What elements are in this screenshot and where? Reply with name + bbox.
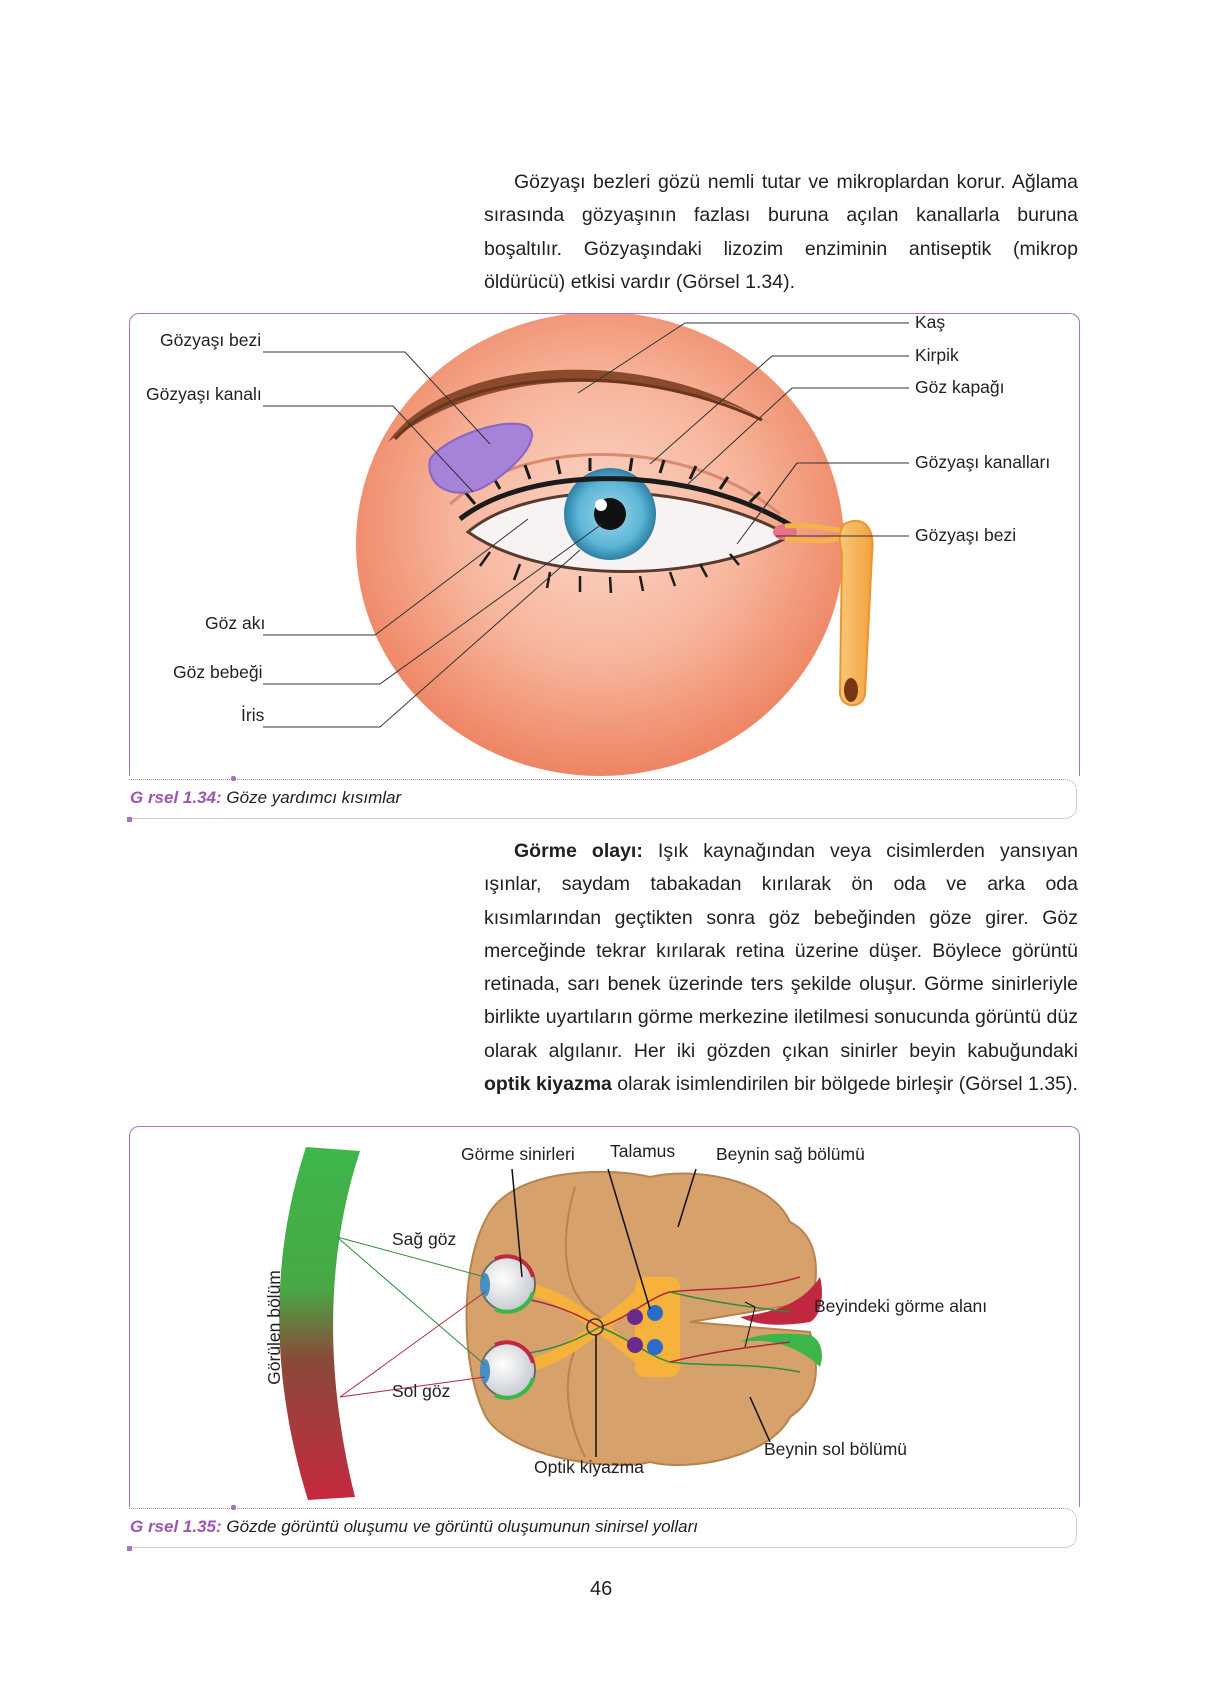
caption-marker: [127, 1546, 132, 1551]
vision-bold: optik kiyazma: [484, 1073, 612, 1096]
caption-text: Göze yardımcı kısımlar: [226, 788, 402, 807]
caption-marker-top: [231, 776, 236, 781]
label-goz-kapagi: Göz kapağı: [915, 377, 1005, 397]
label-optik-kiyazma: Optik kiyazma: [534, 1457, 644, 1477]
label-beynin-sag-bolumu: Beynin sağ bölümü: [716, 1144, 865, 1164]
label-kirpik: Kirpik: [915, 345, 959, 365]
figure-visual-pathway: Görme sinirleri Talamus Beynin sağ bölüm…: [129, 1126, 1080, 1507]
label-gozyasi-bezi-right: Gözyaşı bezi: [915, 525, 1017, 545]
label-goz-bebegi: Göz bebeği: [173, 662, 263, 682]
label-gozyasi-kanallari: Gözyaşı kanalları: [915, 452, 1051, 472]
label-beynin-sol-bolumu: Beynin sol bölümü: [764, 1439, 907, 1459]
label-kas: Kaş: [915, 313, 946, 332]
visual-pathway-illustration: [279, 1147, 822, 1500]
caption-label: G rsel 1.34:: [130, 788, 222, 807]
vision-lead: Görme olayı:: [514, 840, 643, 862]
figure-eye-parts: Gözyaşı bezi Gözyaşı kanalı Göz akı Göz …: [129, 313, 1080, 776]
caption-text: Gözde görüntü oluşumu ve görüntü oluşumu…: [226, 1517, 698, 1536]
label-sol-goz: Sol göz: [392, 1381, 451, 1401]
caption-marker: [127, 817, 132, 822]
caption-figure-1-34: G rsel 1.34: Göze yardımcı kısımlar: [127, 776, 1077, 822]
label-gozyasi-bezi-left: Gözyaşı bezi: [160, 330, 262, 350]
caption-label: G rsel 1.35:: [130, 1517, 222, 1536]
page-number: 46: [590, 1578, 613, 1600]
label-talamus: Talamus: [610, 1141, 676, 1161]
label-gorulen-bolum: Görülen bölüm: [263, 1270, 284, 1385]
vision-text-b: olarak isimlendirilen bir bölgede birleş…: [611, 1073, 1078, 1096]
label-sag-goz: Sağ göz: [392, 1229, 457, 1249]
label-iris: İris: [241, 705, 265, 725]
label-gozyasi-kanali: Gözyaşı kanalı: [146, 384, 262, 404]
intro-paragraph: Gözyaşı bezleri gözü nemli tutar ve mikr…: [484, 166, 1078, 299]
vision-paragraph: Görme olayı: Işık kaynağından veya cisim…: [484, 835, 1078, 1101]
label-goz-aki: Göz akı: [205, 613, 266, 633]
vision-text-a: Işık kaynağından veya cisimlerden yansıy…: [484, 840, 1078, 1062]
label-beyindeki-gorme-alani: Beyindeki görme alanı: [814, 1296, 988, 1316]
caption-figure-1-35: G rsel 1.35: Gözde görüntü oluşumu ve gö…: [127, 1505, 1077, 1551]
intro-text: Gözyaşı bezleri gözü nemli tutar ve mikr…: [484, 171, 1078, 293]
label-gorme-sinirleri: Görme sinirleri: [461, 1144, 575, 1164]
caption-marker-top: [231, 1505, 236, 1510]
eye-illustration: [263, 314, 909, 776]
